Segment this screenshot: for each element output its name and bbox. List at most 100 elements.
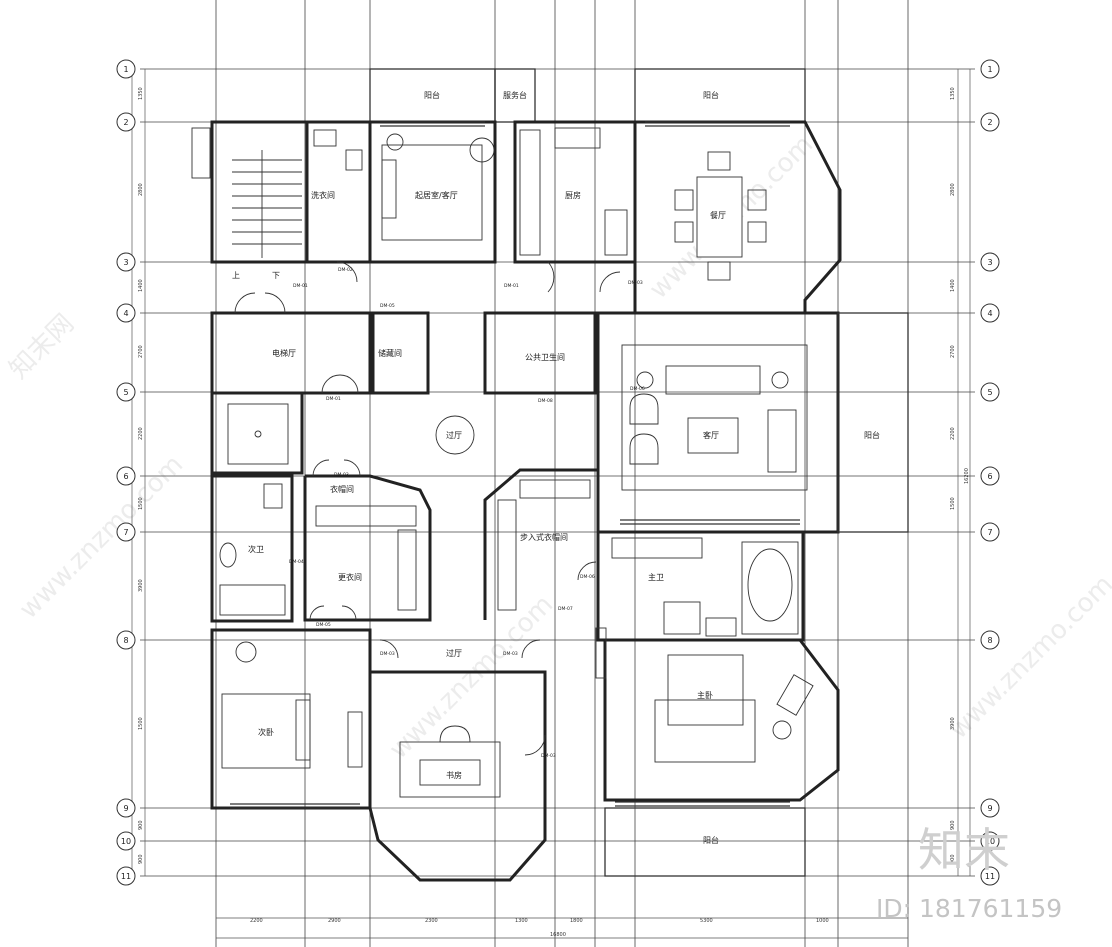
axis-bubble-left-2: 2 xyxy=(116,112,136,132)
room-label-balcony-right: 阳台 xyxy=(864,430,880,440)
dim-left-5: 2200 xyxy=(138,427,144,440)
dim-right-5: 2200 xyxy=(950,427,956,440)
dim-right-8: 900 xyxy=(950,820,956,830)
dim-right-3: 1400 xyxy=(950,279,956,292)
furniture xyxy=(219,127,814,798)
room-label-balcony-top-left: 阳台 xyxy=(424,90,440,100)
door-tag: DM-04 xyxy=(289,559,304,565)
dim-right-6: 1500 xyxy=(950,497,956,510)
dim-right-total: 16200 xyxy=(964,468,970,484)
axis-bubble-left-10: 10 xyxy=(116,831,136,851)
room-label-balcony-top-right: 阳台 xyxy=(703,90,719,100)
svg-text:2: 2 xyxy=(987,118,992,127)
room-label-wardrobe: 衣帽间 xyxy=(330,484,354,494)
svg-text:9: 9 xyxy=(123,804,128,813)
room-label-living-study: 起居室/客厅 xyxy=(415,190,458,200)
room-label-dining: 餐厅 xyxy=(710,211,726,220)
dim-right-2: 2800 xyxy=(950,183,956,196)
door-tag: DM-06 xyxy=(630,386,645,392)
axis-bubble-left-4: 4 xyxy=(116,303,136,323)
room-label-second-bedroom: 次卧 xyxy=(258,727,274,737)
door-tags: DM-02 DM-01 DM-05 DM-01 DM-03 DM-08 DM-0… xyxy=(289,267,645,759)
door-tag: DM-08 xyxy=(538,398,553,404)
diagonal-watermarks: www.znzmo.com 知末网 www.znzmo.com www.znzm… xyxy=(4,130,1112,765)
door-tag: DM-03 xyxy=(503,651,518,657)
svg-text:4: 4 xyxy=(123,309,128,318)
dim-right-1: 1350 xyxy=(950,87,956,100)
room-label-master-bedroom: 主卧 xyxy=(697,690,713,700)
room-label-laundry: 洗衣间 xyxy=(311,190,335,200)
door-tag: DM-03 xyxy=(334,472,349,478)
walls xyxy=(210,68,909,882)
dim-left-4: 2700 xyxy=(138,345,144,358)
door-tag: DM-05 xyxy=(380,303,395,309)
axis-bubble-left-11: 11 xyxy=(116,866,136,886)
svg-text:9: 9 xyxy=(987,804,992,813)
axis-bubble-left-8: 8 xyxy=(116,630,136,650)
axis-bubble-right-3: 3 xyxy=(980,252,1000,272)
room-label-utility-balcony: 服务台 xyxy=(503,90,527,100)
door-tag: DM-01 xyxy=(504,283,519,289)
dim-bottom-2: 2900 xyxy=(328,918,341,924)
svg-text:5: 5 xyxy=(987,388,992,397)
svg-text:5: 5 xyxy=(123,388,128,397)
axis-bubble-right-10: 10 xyxy=(980,831,1000,851)
right-axis-bubbles: 1 2 3 4 5 6 7 8 9 10 11 xyxy=(980,59,1000,886)
door-tag: DM-01 xyxy=(293,283,308,289)
axis-bubble-left-5: 5 xyxy=(116,382,136,402)
dim-left-1: 1350 xyxy=(138,87,144,100)
room-label-master-bath: 主卫 xyxy=(648,572,664,582)
room-label-walk-in-closet: 步入式衣帽间 xyxy=(520,532,568,542)
axis-bubble-left-6: 6 xyxy=(116,466,136,486)
svg-text:8: 8 xyxy=(123,636,128,645)
axis-bubble-right-8: 8 xyxy=(980,630,1000,650)
room-label-public-toilet: 公共卫生间 xyxy=(525,352,565,362)
svg-text:6: 6 xyxy=(987,472,992,481)
svg-text:11: 11 xyxy=(985,872,995,881)
dim-bottom-1: 2200 xyxy=(250,918,263,924)
svg-text:4: 4 xyxy=(987,309,992,318)
dim-right-7: 3900 xyxy=(950,717,956,730)
door-tag: DM-02 xyxy=(338,267,353,273)
watermark-site-center: www.znzmo.com xyxy=(384,590,559,765)
svg-text:7: 7 xyxy=(123,528,128,537)
svg-text:2: 2 xyxy=(123,118,128,127)
dim-left-9: 900 xyxy=(138,820,144,830)
dim-left-10: 900 xyxy=(138,854,144,864)
axis-bubble-right-5: 5 xyxy=(980,382,1000,402)
room-label-elevator-hall: 电梯厅 xyxy=(272,348,296,358)
room-label-study: 书房 xyxy=(446,770,462,780)
dim-left-7: 3900 xyxy=(138,579,144,592)
room-label-corridor: 过厅 xyxy=(446,648,462,658)
room-label-stair-down: 下 xyxy=(272,271,280,280)
door-tag: DM-07 xyxy=(558,606,573,612)
room-labels: 阳台 服务台 阳台 洗衣间 起居室/客厅 厨房 餐厅 上 下 电梯厅 储藏间 公… xyxy=(232,90,880,845)
dim-bottom-3: 2300 xyxy=(425,918,438,924)
room-label-living-room: 客厅 xyxy=(703,430,719,440)
room-label-dressing: 更衣间 xyxy=(338,572,362,582)
room-label-stair-up: 上 xyxy=(232,271,240,280)
svg-text:10: 10 xyxy=(121,837,131,846)
axis-bubble-left-9: 9 xyxy=(116,798,136,818)
axis-bubble-right-1: 1 xyxy=(980,59,1000,79)
axis-bubble-right-11: 11 xyxy=(980,866,1000,886)
svg-text:7: 7 xyxy=(987,528,992,537)
dim-right-4: 2700 xyxy=(950,345,956,358)
svg-text:3: 3 xyxy=(987,258,992,267)
axis-bubble-right-7: 7 xyxy=(980,522,1000,542)
corner-watermark: 知末 ID: 181761159 xyxy=(876,823,1062,923)
dim-bottom-6: 5300 xyxy=(700,918,713,924)
door-tag: DM-01 xyxy=(326,396,341,402)
door-tag: DM-06 xyxy=(580,574,595,580)
door-tag: DM-03 xyxy=(541,753,556,759)
axis-bubble-left-3: 3 xyxy=(116,252,136,272)
bottom-dimension-labels: 2200 2900 2300 1300 1800 5300 1000 16800 xyxy=(250,918,829,938)
axis-bubble-left-1: 1 xyxy=(116,59,136,79)
svg-text:1: 1 xyxy=(987,65,992,74)
svg-text:11: 11 xyxy=(121,872,131,881)
dim-right-9: 900 xyxy=(950,854,956,864)
axis-bubble-left-7: 7 xyxy=(116,522,136,542)
dim-bottom-5: 1800 xyxy=(570,918,583,924)
svg-text:10: 10 xyxy=(985,837,995,846)
